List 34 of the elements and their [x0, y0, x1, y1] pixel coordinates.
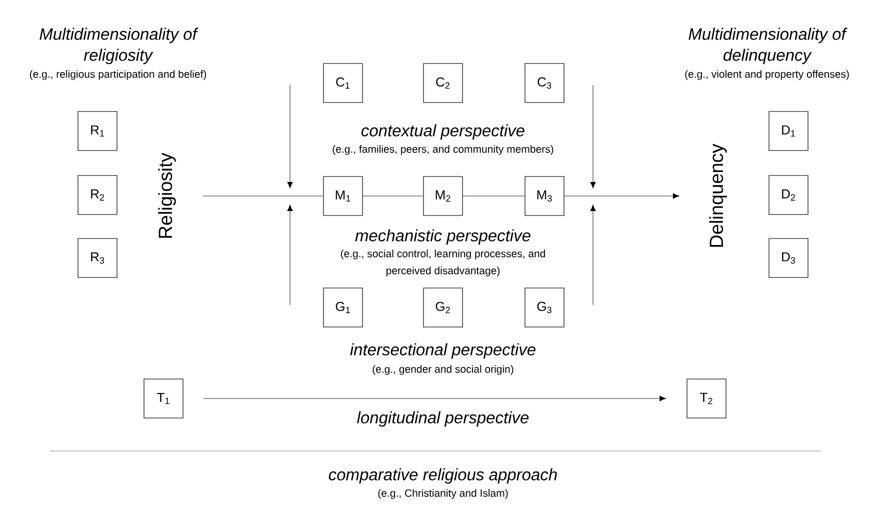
- variable-box: R$_{2}$: [78, 175, 118, 215]
- section-heading: mechanistic perspective: [355, 229, 530, 245]
- variable-box: C$_{1}$: [323, 63, 363, 103]
- example-note: (e.g., Christianity and Islam): [378, 489, 508, 499]
- variable-box: M$_{2}$: [423, 176, 463, 216]
- example-note: (e.g., gender and social origin): [372, 365, 514, 375]
- example-note: (e.g., social control, learning processes, and perceived disadvantage): [340, 250, 545, 276]
- vertical-label: Religiosity: [158, 152, 176, 238]
- variable-box: T$_{2}$: [686, 378, 726, 418]
- variable-box: M$_{3}$: [524, 176, 564, 216]
- example-note: (e.g., families, peers, and community members): [332, 145, 554, 155]
- variable-box: R$_{1}$: [78, 111, 118, 151]
- variable-box: C$_{2}$: [423, 63, 463, 103]
- variable-box: C$_{3}$: [524, 63, 564, 103]
- variable-box: D$_{1}$: [768, 111, 808, 151]
- variable-box: G$_{1}$: [323, 288, 363, 328]
- example-note: (e.g., religious participation and belief): [30, 70, 206, 80]
- connector-arrow: [203, 396, 666, 402]
- section-heading: intersectional perspective: [350, 343, 536, 359]
- section-heading: longitudinal perspective: [357, 411, 529, 427]
- section-heading: comparative religious approach: [328, 468, 557, 484]
- variable-box: T$_{1}$: [144, 378, 184, 418]
- vertical-label: Delinquency: [709, 144, 727, 247]
- section-heading: contextual perspective: [361, 124, 524, 140]
- variable-box: D$_{2}$: [768, 175, 808, 215]
- variable-box: G$_{3}$: [524, 288, 564, 328]
- section-heading: Multidimensionality of delinquency: [688, 28, 848, 64]
- example-note: (e.g., violent and property offenses): [685, 70, 849, 80]
- variable-box: M$_{1}$: [323, 176, 363, 216]
- variable-box: R$_{3}$: [78, 238, 118, 278]
- connector-arrow: [564, 193, 679, 199]
- variable-box: G$_{2}$: [423, 288, 463, 328]
- variable-box: D$_{3}$: [768, 238, 808, 278]
- section-heading: Multidimensionality of religiosity: [40, 28, 198, 64]
